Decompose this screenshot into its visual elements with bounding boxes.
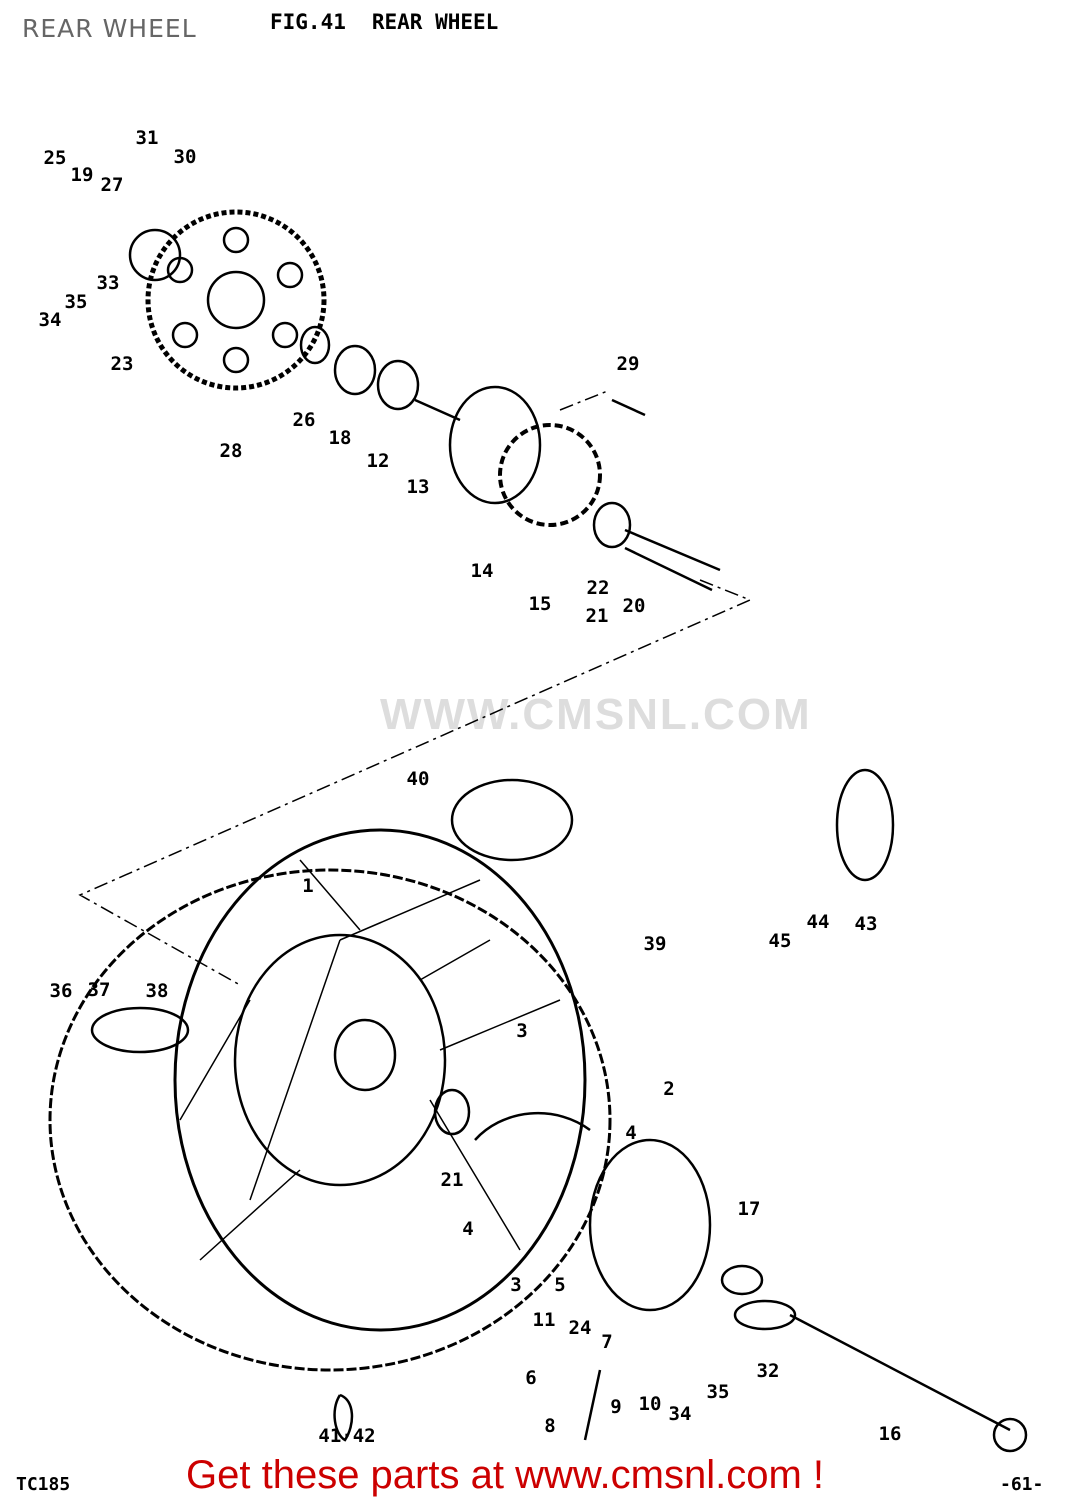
part-label[interactable]: 33 <box>96 272 120 294</box>
part-label[interactable]: 37 <box>87 979 111 1001</box>
bolt-29 <box>611 398 646 417</box>
part-label[interactable]: 25 <box>43 147 67 169</box>
part-label[interactable]: 8 <box>544 1415 556 1437</box>
oil-seal <box>333 344 377 396</box>
part-label[interactable]: 41·42 <box>318 1425 376 1447</box>
spacer-17 <box>720 1264 764 1296</box>
tube <box>450 778 574 862</box>
part-label[interactable]: 3 <box>510 1274 522 1296</box>
part-label[interactable]: 6 <box>525 1367 537 1389</box>
part-label[interactable]: 35 <box>706 1381 730 1403</box>
model-code: TC185 <box>16 1474 71 1495</box>
mud-guard-43 <box>835 768 895 882</box>
part-label[interactable]: 32 <box>756 1360 780 1382</box>
part-label[interactable]: 22 <box>586 577 610 599</box>
spacer <box>299 325 331 365</box>
page-heading: REAR WHEEL <box>22 14 197 43</box>
part-label[interactable]: 44 <box>806 911 830 933</box>
part-label[interactable]: 24 <box>568 1317 592 1339</box>
part-label[interactable]: 10 <box>638 1393 662 1415</box>
part-label[interactable]: 35 <box>64 291 88 313</box>
part-label[interactable]: 34 <box>38 309 62 331</box>
part-label[interactable]: 1 <box>302 875 314 897</box>
part-label[interactable]: 21 <box>585 605 609 627</box>
figure-name: REAR WHEEL <box>371 10 499 34</box>
part-label[interactable]: 38 <box>145 980 169 1002</box>
drive-hub <box>448 385 542 505</box>
part-label[interactable]: 13 <box>406 476 430 498</box>
part-label[interactable]: 18 <box>328 427 352 449</box>
assembly-line <box>78 389 752 986</box>
shop-link[interactable]: Get these parts at www.cmsnl.com ! <box>186 1453 824 1497</box>
figure-title: FIG.41 REAR WHEEL <box>270 10 524 34</box>
rim <box>173 828 587 1332</box>
brake-cam-lever <box>583 1369 602 1441</box>
chain-adjuster <box>733 1299 797 1331</box>
part-label[interactable]: 34 <box>668 1403 692 1425</box>
sprocket-holes <box>166 226 304 374</box>
axle-sleeve <box>624 528 721 592</box>
part-label[interactable]: 30 <box>173 146 197 168</box>
part-label[interactable]: 15 <box>528 593 552 615</box>
part-label[interactable]: 3 <box>516 1020 528 1042</box>
axle <box>789 1313 1011 1432</box>
part-label[interactable]: 17 <box>737 1198 761 1220</box>
part-label[interactable]: 4 <box>625 1122 637 1144</box>
tire <box>48 868 612 1372</box>
part-label[interactable]: 26 <box>292 409 316 431</box>
part-label[interactable]: 20 <box>622 595 646 617</box>
part-label[interactable]: 19 <box>70 164 94 186</box>
part-label[interactable]: 21 <box>440 1169 464 1191</box>
part-label[interactable]: 36 <box>49 980 73 1002</box>
part-label[interactable]: 4 <box>462 1218 474 1240</box>
bearing-2 <box>592 501 632 549</box>
part-label[interactable]: 43 <box>854 913 878 935</box>
part-label[interactable]: 31 <box>135 127 159 149</box>
figure-number: FIG.41 <box>270 10 346 34</box>
spokes <box>179 859 561 1261</box>
hub-center <box>333 1018 397 1092</box>
part-label[interactable]: 27 <box>100 174 124 196</box>
valve-cap <box>333 1393 354 1442</box>
part-label[interactable]: 40 <box>406 768 430 790</box>
hub <box>233 933 447 1187</box>
brake-shoe <box>474 1111 591 1141</box>
rim-band <box>90 1006 190 1054</box>
bearing <box>376 359 420 411</box>
part-label[interactable]: 11 <box>532 1309 556 1331</box>
part-label[interactable]: 5 <box>554 1274 566 1296</box>
part-label[interactable]: 28 <box>219 440 243 462</box>
circlip <box>128 228 182 282</box>
sprocket <box>145 209 327 391</box>
part-label[interactable]: 12 <box>366 450 390 472</box>
page-number: -61- <box>1000 1474 1044 1495</box>
axle-nut <box>992 1417 1028 1453</box>
part-label[interactable]: 23 <box>110 353 134 375</box>
part-label[interactable]: 9 <box>610 1396 622 1418</box>
part-label[interactable]: 7 <box>601 1331 613 1353</box>
part-label[interactable]: 39 <box>643 933 667 955</box>
part-label[interactable]: 14 <box>470 560 494 582</box>
part-label[interactable]: 2 <box>663 1078 675 1100</box>
part-label[interactable]: 29 <box>616 353 640 375</box>
damper <box>498 423 602 527</box>
sprocket-hub <box>206 270 266 330</box>
brake-panel <box>588 1138 712 1312</box>
part-label[interactable]: 16 <box>878 1423 902 1445</box>
shaft <box>414 398 461 422</box>
bearing-21 <box>433 1088 471 1136</box>
part-label[interactable]: 45 <box>768 930 792 952</box>
